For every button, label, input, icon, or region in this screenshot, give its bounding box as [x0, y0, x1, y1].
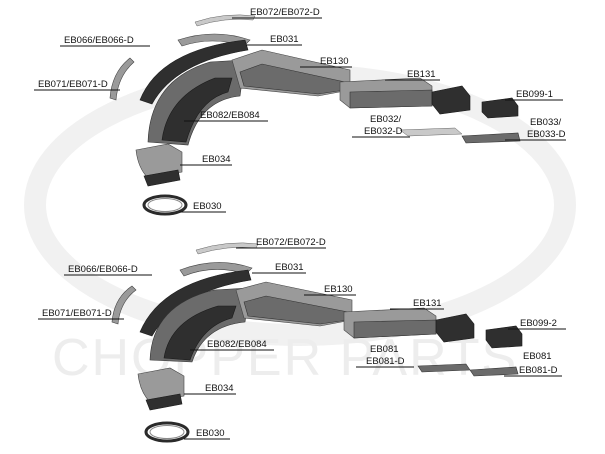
top-eb082-inner: [161, 77, 233, 143]
top-labels: EB072/EB072-D EB066/EB066-D EB031 EB130 …: [34, 7, 566, 213]
top-eb099-block-left: [431, 85, 471, 115]
bottom-label-eb131: EB131: [413, 298, 442, 309]
top-label-eb082: EB082/EB084: [200, 110, 260, 121]
top-label-eb030: EB030: [193, 201, 222, 212]
top-label-eb131: EB131: [407, 69, 436, 80]
top-eb030-ring: [142, 194, 188, 216]
bottom-label-eb072: EB072/EB072-D: [256, 237, 326, 248]
bottom-label-eb081-right-line1: EB081: [523, 351, 552, 362]
top-label-eb071: EB071/EB071-D: [38, 79, 108, 90]
top-eb030-ring-inner: [147, 198, 183, 212]
bottom-eb099-block-right: [485, 325, 523, 349]
top-label-eb099: EB099-1: [516, 89, 553, 100]
bottom-label-eb081-right-line2: EB081-D: [519, 365, 558, 376]
bottom-label-eb130: EB130: [324, 284, 353, 295]
top-eb034-part: [135, 143, 183, 179]
top-label-eb033-line1: EB033/: [530, 117, 562, 128]
bottom-eb034-part: [137, 367, 185, 403]
top-eb034-base: [143, 169, 181, 187]
top-eb033-plate: [461, 132, 521, 144]
watermark-text: CHOPPER PARTS: [52, 329, 518, 387]
bottom-label-eb081-left-line2: EB081-D: [366, 356, 405, 367]
bottom-label-eb082: EB082/EB084: [207, 339, 267, 350]
bottom-assembly: EB072/EB072-D EB066/EB066-D EB031 EB130 …: [38, 237, 566, 443]
bottom-eb131-shade: [353, 319, 437, 339]
top-eb131-shade: [349, 89, 433, 109]
bottom-eb034-base: [145, 393, 183, 411]
top-eb099-block-right: [481, 97, 519, 119]
bottom-label-eb034: EB034: [205, 383, 234, 394]
bottom-eb071-part: [111, 285, 137, 325]
bottom-label-eb071: EB071/EB071-D: [42, 308, 112, 319]
bottom-label-eb081-left-line1: EB081: [370, 344, 399, 355]
top-eb032-plate: [399, 127, 463, 137]
bottom-eb030-ring: [144, 421, 190, 443]
bottom-labels: EB072/EB072-D EB066/EB066-D EB031 EB130 …: [38, 237, 566, 440]
top-label-eb034: EB034: [202, 154, 231, 165]
top-eb071-part: [109, 57, 135, 101]
bottom-eb030-ring-inner: [149, 425, 185, 439]
bottom-label-eb066: EB066/EB066-D: [68, 264, 138, 275]
bottom-label-eb099: EB099-2: [520, 318, 557, 329]
bottom-label-eb031: EB031: [275, 262, 304, 273]
watermark: CHOPPER PARTS: [24, 64, 576, 387]
top-label-eb033-line2: EB033-D: [527, 129, 566, 140]
top-eb072-part: [194, 14, 256, 27]
top-label-eb031: EB031: [270, 34, 299, 45]
top-assembly: EB072/EB072-D EB066/EB066-D EB031 EB130 …: [34, 7, 566, 216]
bottom-eb082-inner: [163, 305, 237, 361]
bottom-label-eb030: EB030: [196, 428, 225, 439]
top-label-eb072: EB072/EB072-D: [250, 7, 320, 18]
top-label-eb066: EB066/EB066-D: [64, 35, 134, 46]
top-label-eb032-line2: EB032-D: [364, 126, 403, 137]
bottom-eb099-block-left: [435, 313, 475, 343]
top-label-eb130: EB130: [320, 56, 349, 67]
top-label-eb032-line1: EB032/: [370, 114, 402, 125]
bottom-eb081-plate-right: [469, 366, 519, 377]
